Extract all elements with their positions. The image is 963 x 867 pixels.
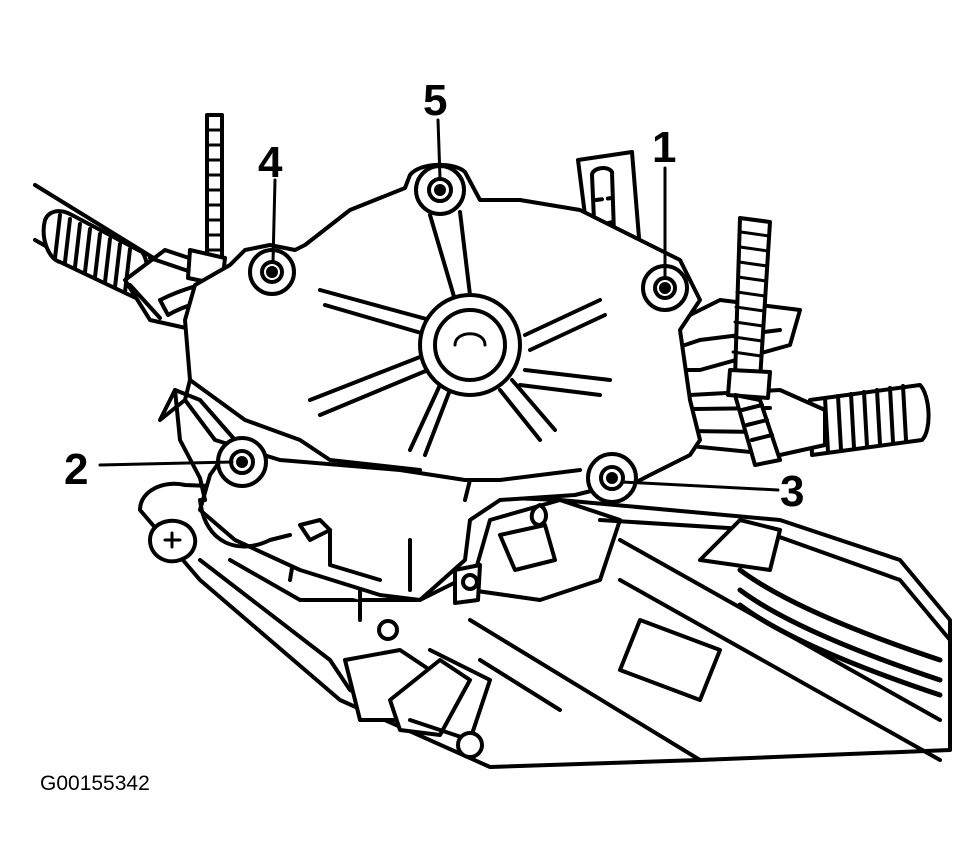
- callout-5: 5: [423, 76, 447, 125]
- callout-4: 4: [258, 138, 283, 187]
- bolt-4: [248, 248, 296, 296]
- callout-2: 2: [64, 445, 88, 494]
- callout-3: 3: [780, 467, 804, 516]
- leader-line-5: [436, 118, 442, 180]
- cable-tie-right: [726, 216, 782, 467]
- bolt-5: [414, 164, 466, 216]
- callout-1: 1: [652, 123, 676, 172]
- leader-line-3: [620, 480, 780, 492]
- transmission-case: [138, 481, 952, 769]
- bolt-2: [216, 436, 268, 488]
- leader-line-4: [271, 178, 277, 264]
- bolt-3: [586, 452, 638, 504]
- leader-line-2: [98, 460, 234, 467]
- figure-id: G00155342: [40, 772, 150, 795]
